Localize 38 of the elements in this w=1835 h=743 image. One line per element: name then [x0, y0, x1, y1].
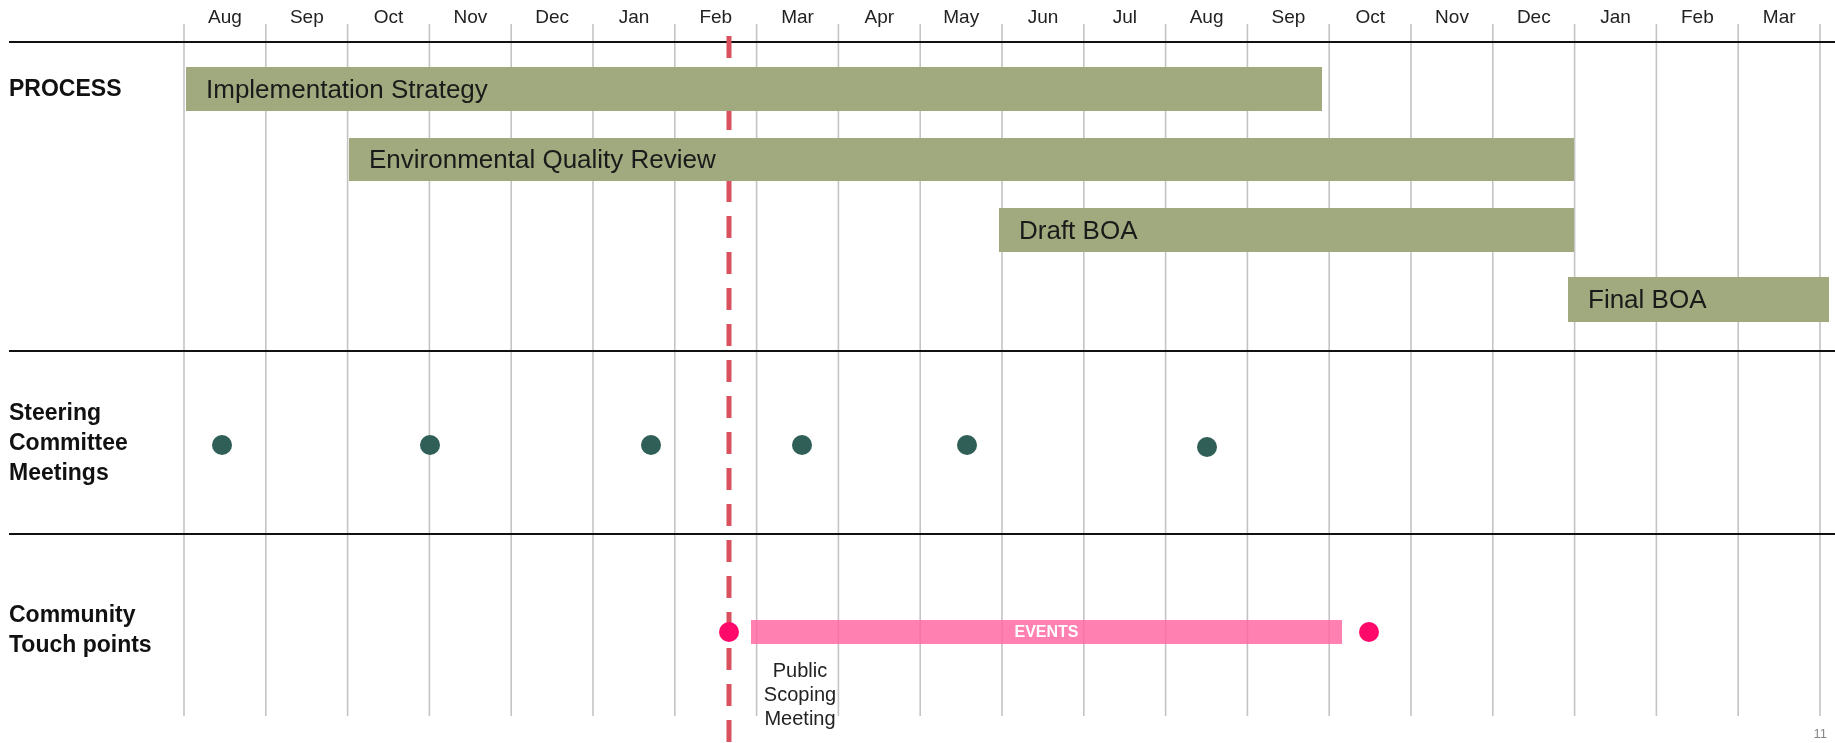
row-heading: Community Touch points [9, 600, 153, 659]
month-label: Jan [1599, 6, 1632, 28]
month-label: Oct [1354, 6, 1386, 28]
month-label: Feb [698, 6, 734, 28]
timeline-bar: Implementation Strategy [186, 67, 1322, 111]
month-label: Sep [1270, 6, 1307, 28]
milestone-dot [1197, 437, 1217, 457]
month-label: Nov [1434, 6, 1470, 28]
milestone-dot [641, 435, 661, 455]
month-label: Aug [1188, 6, 1225, 28]
month-label: Apr [863, 6, 896, 28]
timeline-bar: Draft BOA [999, 208, 1574, 252]
month-label: Sep [288, 6, 325, 28]
milestone-dot [212, 435, 232, 455]
page-number: 11 [1813, 726, 1827, 741]
month-label: May [942, 6, 981, 28]
milestone-dot [719, 622, 739, 642]
milestone-dot [420, 435, 440, 455]
milestone-dot [957, 435, 977, 455]
month-label: Jan [617, 6, 651, 28]
month-label: Dec [534, 6, 571, 28]
row-heading: PROCESS [9, 74, 123, 103]
month-label: Jun [1026, 6, 1060, 28]
month-label: Mar [780, 6, 815, 28]
month-label: Nov [452, 6, 489, 28]
month-label: Oct [372, 6, 405, 28]
milestone-dot [1359, 622, 1379, 642]
milestone-dot [792, 435, 812, 455]
timeline-bar: Environmental Quality Review [349, 138, 1574, 181]
caption: Public Scoping Meeting [762, 658, 838, 730]
month-label: Feb [1680, 6, 1715, 28]
month-label: Jul [1111, 6, 1138, 28]
month-label: Aug [207, 6, 243, 28]
month-label: Dec [1515, 6, 1552, 28]
row-heading: Steering Committee Meetings [9, 398, 129, 487]
timeline-bar: Final BOA [1568, 277, 1829, 322]
events-bar: EVENTS [751, 620, 1342, 644]
month-label: Mar [1761, 6, 1797, 28]
